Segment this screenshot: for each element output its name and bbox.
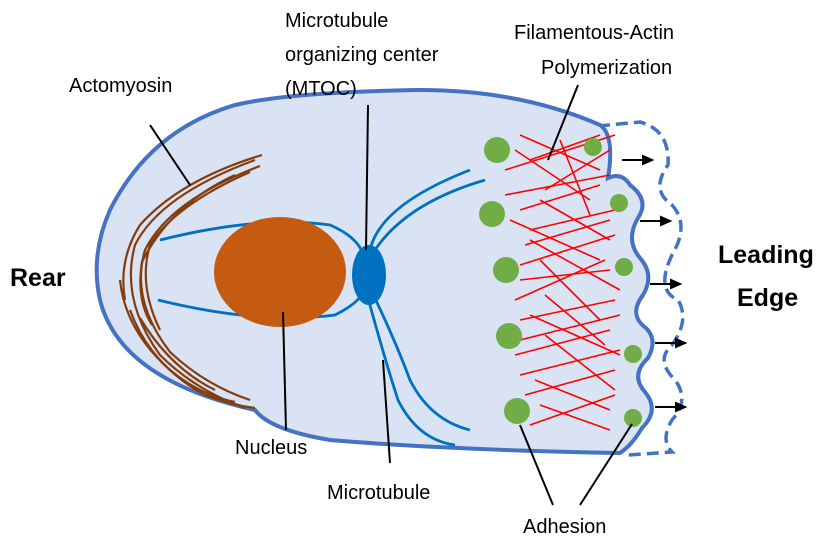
nucleus — [214, 217, 346, 327]
adhesion-small-4 — [624, 345, 642, 363]
mtoc-label-line2: organizing center — [285, 44, 439, 66]
mtoc-label-line3: (MTOC) — [285, 78, 357, 100]
actomyosin-label: Actomyosin — [69, 75, 172, 97]
f-actin-label-line1: Filamentous-Actin — [514, 22, 674, 44]
f-actin-label-line2: Polymerization — [541, 57, 672, 79]
adhesion-large-4 — [496, 323, 522, 349]
leading-edge-label-line1: Leading — [718, 241, 814, 269]
adhesion-label: Adhesion — [523, 516, 606, 538]
mtoc-label-line1: Microtubule — [285, 10, 388, 32]
adhesion-small-1 — [584, 138, 602, 156]
adhesion-small-3 — [615, 258, 633, 276]
adhesion-large-5 — [504, 398, 530, 424]
leading-edge-label-line2: Edge — [737, 284, 798, 312]
adhesion-small-2 — [610, 194, 628, 212]
mtoc — [352, 245, 386, 305]
adhesion-large-3 — [493, 257, 519, 283]
rear-label: Rear — [10, 264, 66, 292]
microtubule-label: Microtubule — [327, 482, 430, 504]
adhesion-large-1 — [484, 137, 510, 163]
adhesion-large-2 — [479, 201, 505, 227]
adhesion-small-5 — [624, 409, 642, 427]
nucleus-label: Nucleus — [235, 437, 307, 459]
